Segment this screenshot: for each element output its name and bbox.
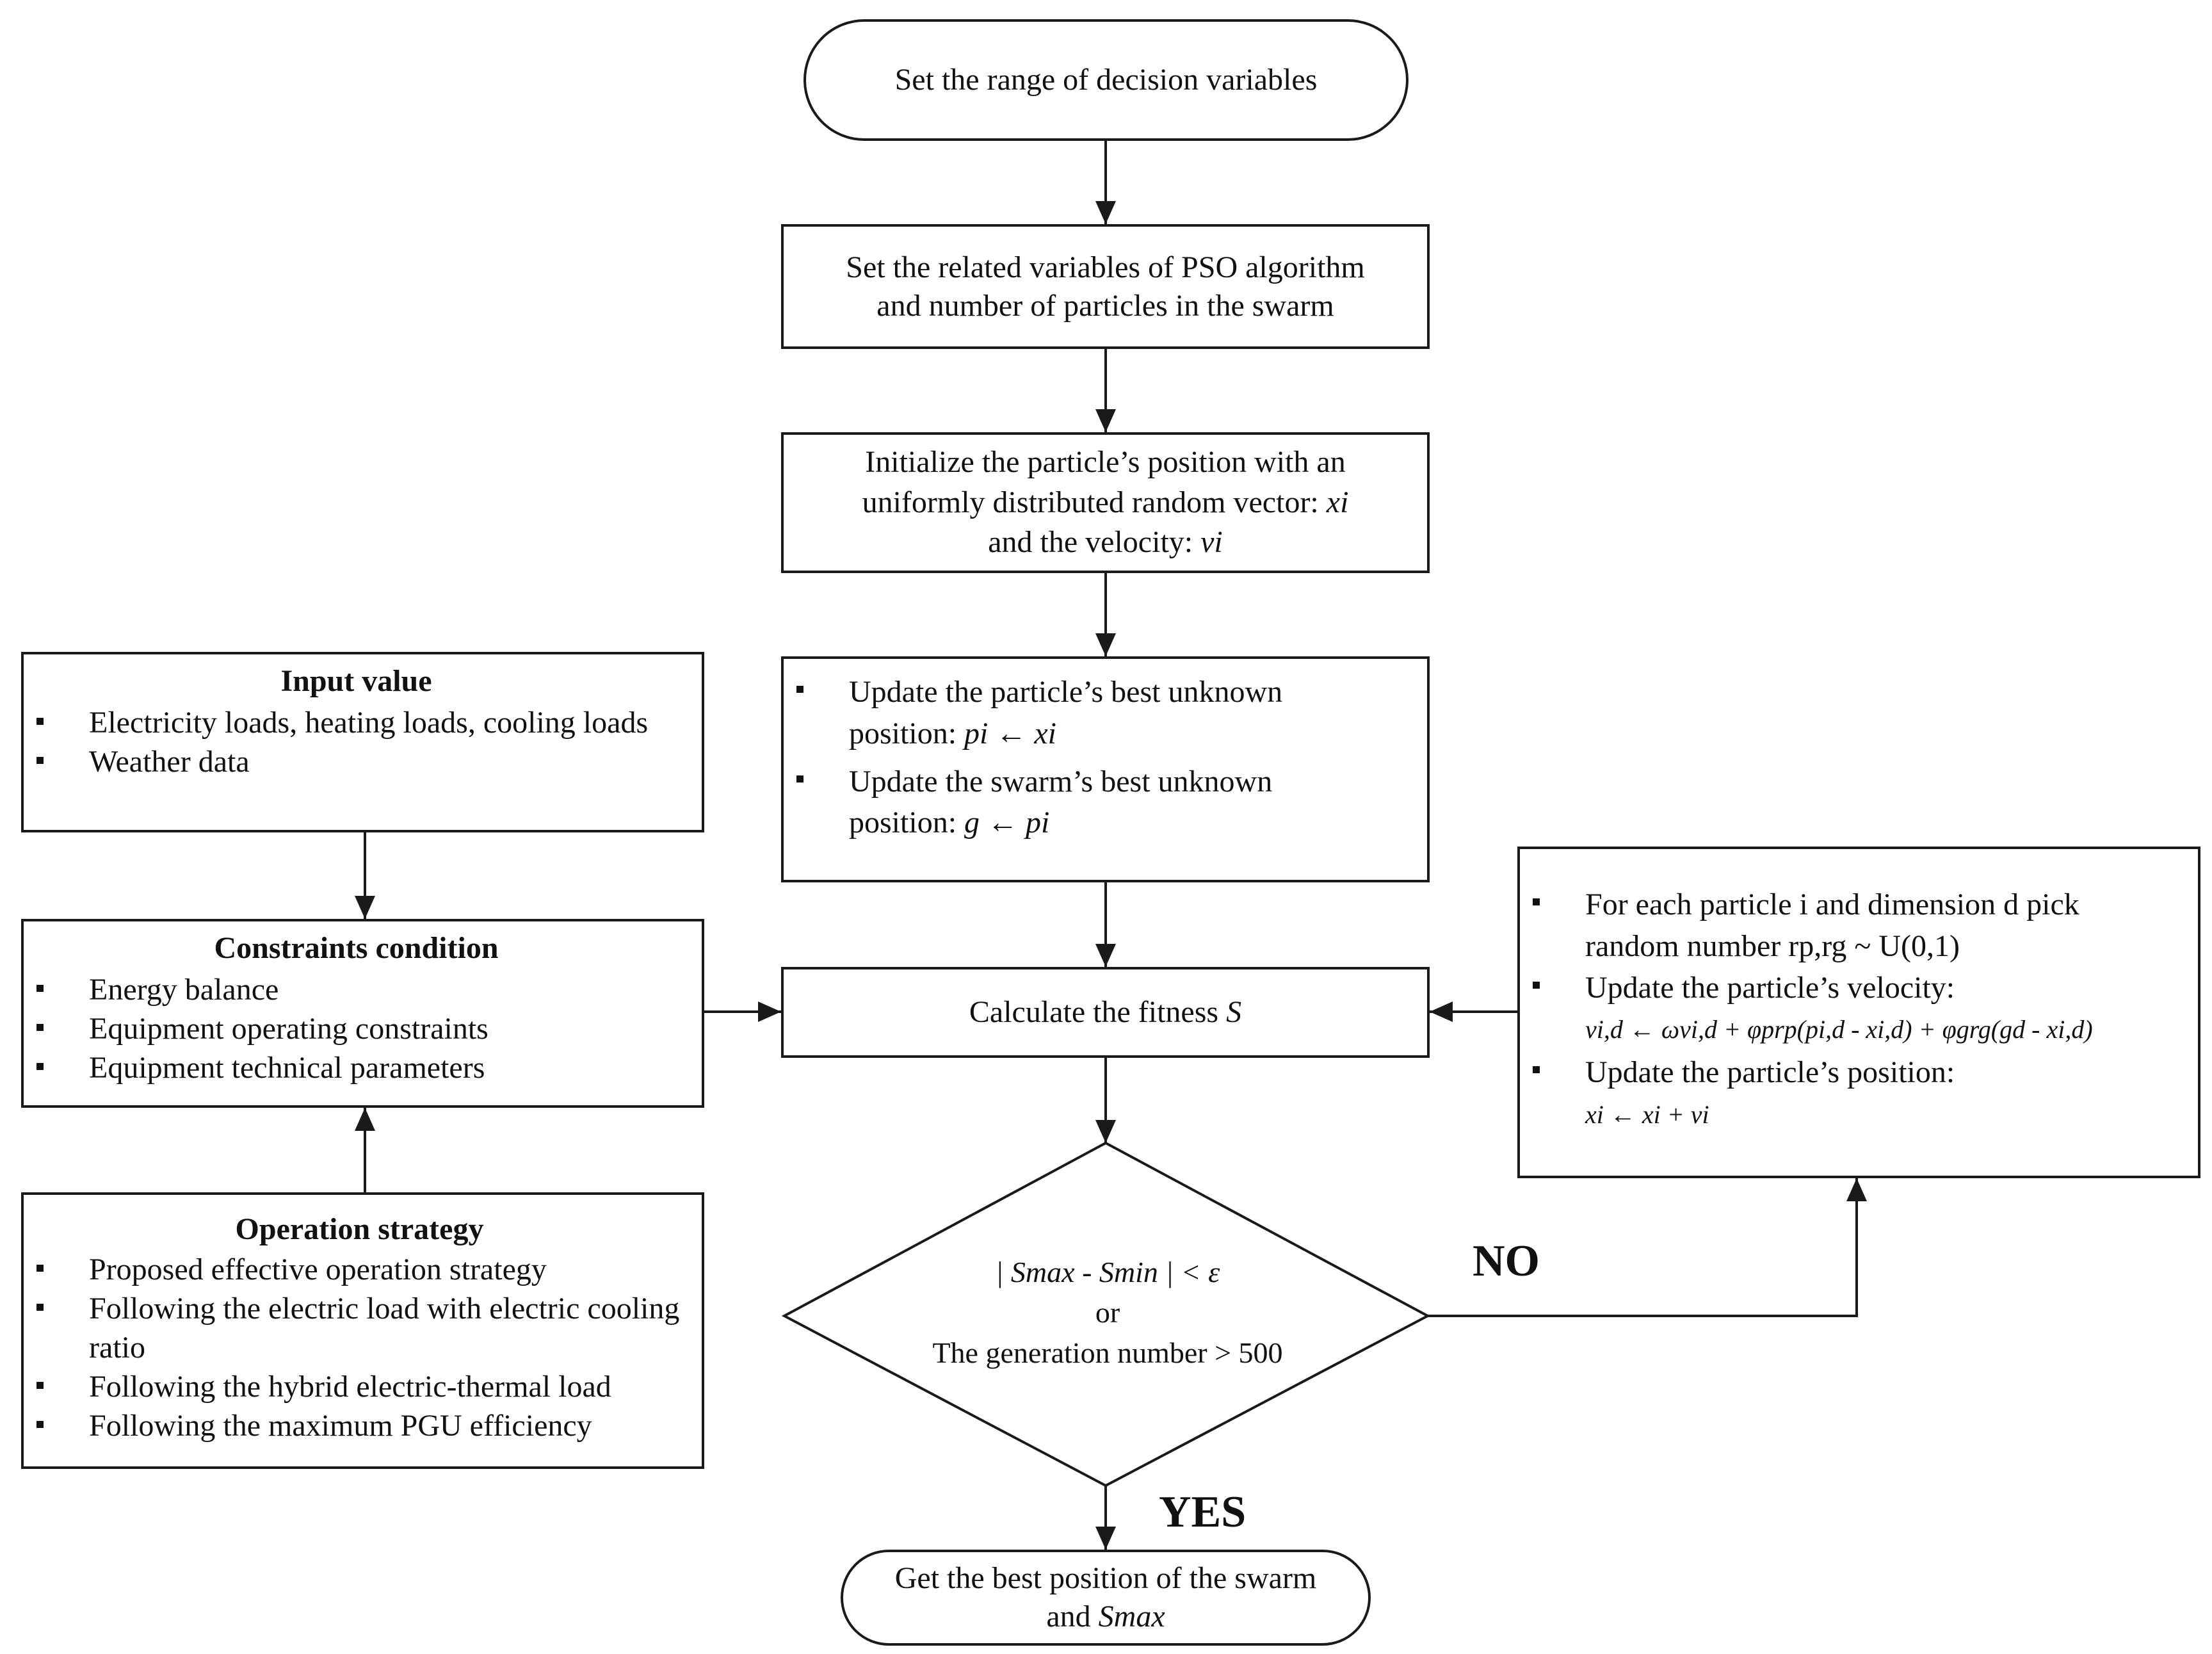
constraints-box: Constraints condition Energy balance Equ… xyxy=(21,919,704,1108)
decision-condition-1: | Smax - Smin | < ε xyxy=(995,1256,1220,1288)
set-pso-line2: and number of particles in the swarm xyxy=(876,288,1334,323)
set-pso-variables-box: Set the related variables of PSO algorit… xyxy=(781,224,1430,349)
end-var: Smax xyxy=(1098,1600,1165,1634)
operation-item-1: Proposed effective operation strategy xyxy=(24,1251,695,1290)
fitness-var: S xyxy=(1226,994,1242,1029)
update-velocity-item-1: For each particle i and dimension d pick… xyxy=(1520,884,2185,968)
decision-or: or xyxy=(1095,1296,1120,1329)
operation-item-4: Following the maximum PGU efficiency xyxy=(24,1407,695,1446)
end-terminator: Get the best position of the swarm and S… xyxy=(841,1550,1371,1646)
operation-item-3: Following the hybrid electric-thermal lo… xyxy=(24,1368,695,1407)
init-line3: and the velocity: vi xyxy=(988,525,1223,560)
operation-item-2: Following the electric load with electri… xyxy=(24,1290,695,1368)
init-velocity-var: vi xyxy=(1200,525,1223,560)
calculate-fitness-box: Calculate the fitness S xyxy=(781,967,1430,1058)
update-velocity-item-2: Update the particle’s velocity: xyxy=(1520,968,2185,1009)
update-best-box: Update the particle’s best unknown posit… xyxy=(781,656,1430,882)
particle-best-formula: pi ← xi xyxy=(964,716,1057,750)
operation-strategy-box: Operation strategy Proposed effective op… xyxy=(21,1192,704,1469)
update-best-list: Update the particle’s best unknown posit… xyxy=(784,672,1414,844)
start-text: Set the range of decision variables xyxy=(894,62,1318,97)
start-terminator: Set the range of decision variables xyxy=(803,19,1409,141)
initialize-box: Initialize the particle’s position with … xyxy=(781,432,1430,573)
end-line2-text: and xyxy=(1046,1600,1099,1634)
init-position-var: xi xyxy=(1326,485,1349,519)
constraints-title: Constraints condition xyxy=(214,931,499,965)
yes-label: YES xyxy=(1159,1488,1247,1537)
update-position-list: Update the particle’s position: xyxy=(1520,1052,2185,1094)
input-value-title: Input value xyxy=(280,664,432,698)
swarm-best-formula: g ← pi xyxy=(964,806,1050,840)
init-line1: Initialize the particle’s position with … xyxy=(865,445,1346,480)
end-line1: Get the best position of the swarm xyxy=(894,1561,1317,1595)
decision-diamond xyxy=(781,1141,1431,1488)
decision-condition-2: The generation number > 500 xyxy=(932,1336,1283,1370)
constraints-item-3: Equipment technical parameters xyxy=(24,1049,689,1088)
constraints-item-1: Energy balance xyxy=(24,971,689,1010)
arrow-decision-no-loop xyxy=(1428,1178,1867,1317)
init-line2: uniformly distributed random vector: xi xyxy=(862,485,1349,519)
update-best-item-1: Update the particle’s best unknown posit… xyxy=(784,672,1414,755)
input-value-item-1: Electricity loads, heating loads, coolin… xyxy=(24,704,689,743)
update-velocity-box: For each particle i and dimension d pick… xyxy=(1517,847,2200,1178)
position-formula: xi ← xi + vi xyxy=(1585,1100,1709,1130)
update-velocity-list: For each particle i and dimension d pick… xyxy=(1520,884,2185,1009)
update-velocity-item-3: Update the particle’s position: xyxy=(1520,1052,2185,1094)
constraints-list: Energy balance Equipment operating const… xyxy=(24,971,689,1088)
input-value-item-2: Weather data xyxy=(24,743,689,782)
velocity-formula: vi,d ← ωvi,d + φprp(pi,d - xi,d) + φgrg(… xyxy=(1585,1015,2093,1044)
set-pso-line1: Set the related variables of PSO algorit… xyxy=(846,250,1365,284)
constraints-item-2: Equipment operating constraints xyxy=(24,1010,689,1049)
fitness-text: Calculate the fitness xyxy=(969,994,1227,1029)
operation-list: Proposed effective operation strategy Fo… xyxy=(24,1251,695,1446)
no-label: NO xyxy=(1473,1236,1540,1286)
update-best-item-2: Update the swarm’s best unknown position… xyxy=(784,761,1414,845)
input-value-box: Input value Electricity loads, heating l… xyxy=(21,652,704,832)
operation-title: Operation strategy xyxy=(235,1212,484,1246)
input-value-list: Electricity loads, heating loads, coolin… xyxy=(24,704,689,782)
decision-text: | Smax - Smin | < ε or The generation nu… xyxy=(826,1252,1389,1373)
